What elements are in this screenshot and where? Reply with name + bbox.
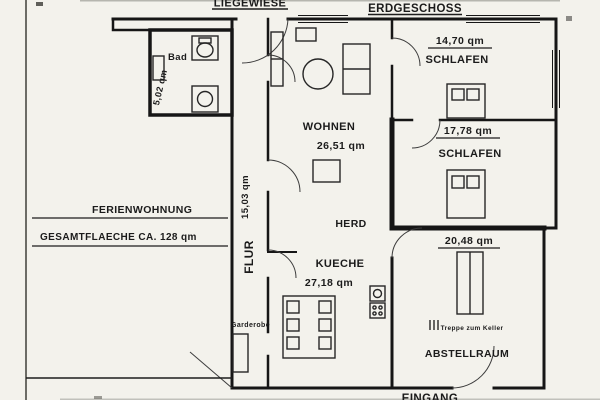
sofa-icon [342,43,371,95]
herd-label: HERD [335,218,366,230]
room-label-bad: Bad [168,52,187,63]
gesamtflaeche-label: GESAMTFLAECHE CA. 128 qm [40,232,197,243]
walls [111,17,558,390]
toilet-icon [191,35,219,61]
room-area-schlafen2: 17,78 qm [444,125,492,137]
scan-artifacts [25,0,600,400]
sideboard-icon [295,27,317,42]
shelf-icon [270,31,284,87]
bath-cabinet-icon [152,55,165,81]
stairs-icon [429,320,439,330]
garderobe-label: Garderobe [231,322,270,329]
eingang-label: EINGANG [402,393,458,400]
ferienwohnung-label: FERIENWOHNUNG [92,204,192,216]
kitchen-sink-icon [369,285,386,302]
room-label-schlafen2: SCHLAFEN [438,148,501,160]
room-area-schlafen1: 14,70 qm [436,35,484,47]
wardrobe-icon [232,333,249,373]
room-area-kueche: 27,18 qm [305,277,353,289]
dining-table-icon [282,295,336,359]
kitchen-appliance-icon [369,302,386,319]
room-label-flur: FLUR [242,240,256,274]
room-label-abstellraum: ABSTELLRAUM [425,348,509,360]
labels: LIEGEWIESE ERDGESCHOSS Bad 5,02 qm WOHNE… [40,0,509,400]
room-area-wohnen: 26,51 qm [317,140,365,152]
room-area-flur: 15,03 qm [240,175,251,219]
annotation-lines [26,8,500,379]
bed-icon [446,169,486,219]
room-area-abstellraum: 20,48 qm [445,235,493,247]
door-arcs [189,18,495,389]
liegewiese-label: LIEGEWIESE [214,0,286,10]
bed-icon [446,83,486,119]
round-table-icon [302,58,334,90]
room-label-wohnen: WOHNEN [303,121,356,133]
windows [298,15,560,108]
furniture [152,27,486,373]
stove-icon [312,159,341,183]
storage-shelf-icon [456,251,484,315]
treppe-zum-keller-label: Treppe zum Keller [441,325,504,332]
sink-icon [191,85,219,113]
room-label-schlafen1: SCHLAFEN [425,54,488,66]
room-label-kueche: KUECHE [316,258,365,270]
erdgeschoss-label: ERDGESCHOSS [368,3,462,15]
